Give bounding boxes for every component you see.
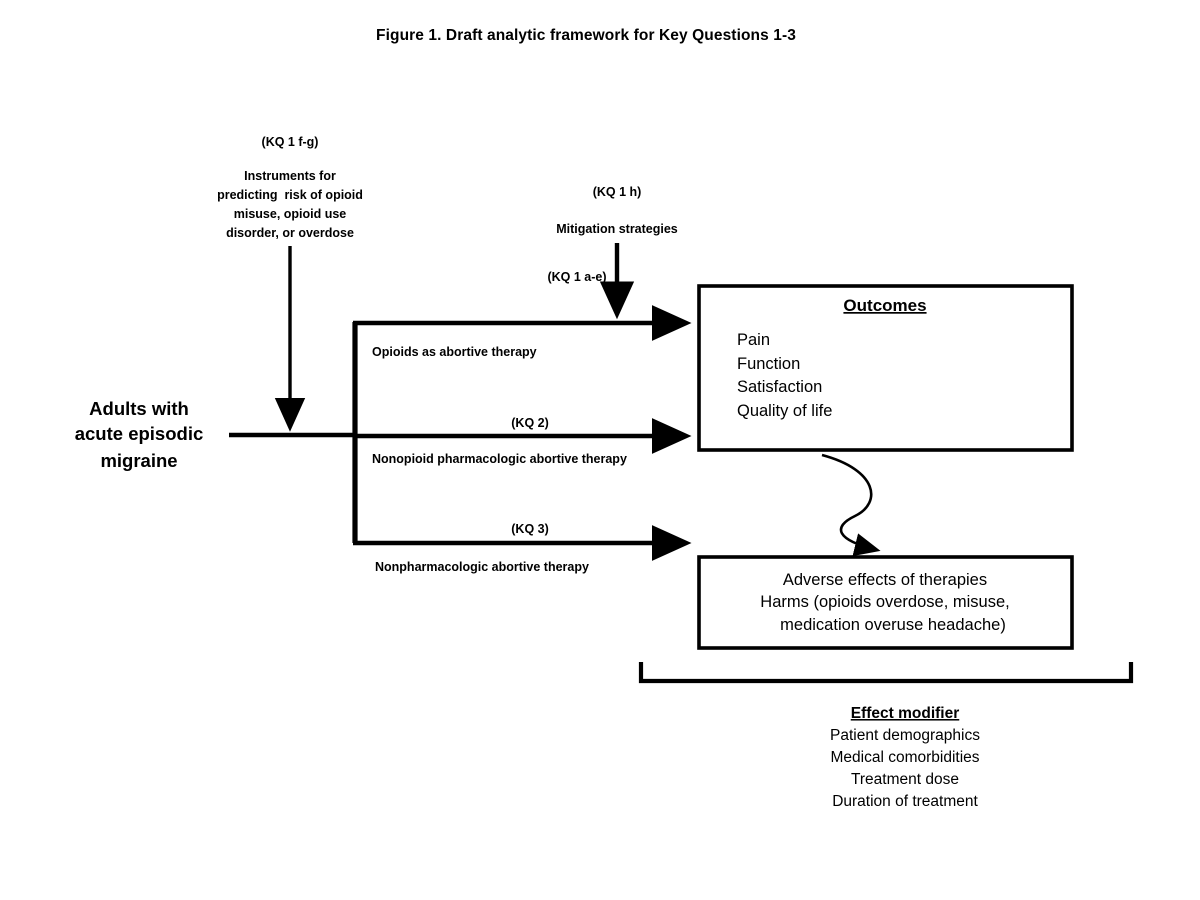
effect-modifier-item-demographics: Patient demographics [830,727,980,744]
figure-title: Figure 1. Draft analytic framework for K… [376,27,796,44]
harms-line-3: medication overuse headache) [780,616,1006,634]
instruments-line-3: misuse, opioid use [234,207,347,221]
harms-line-1: Adverse effects of therapies [783,571,987,589]
population-line-2: acute episodic [75,423,204,444]
outcomes-box [697,284,1074,452]
pathway-3-label: Nonpharmacologic abortive therapy [375,560,589,574]
mitigation-kq-label: (KQ 1 h) [593,185,642,199]
effect-modifier-item-duration: Duration of treatment [832,793,978,810]
effect-modifier-heading: Effect modifier [851,705,960,722]
pathway-3-kq-label: (KQ 3) [511,522,549,536]
instruments-line-1: Instruments for [244,169,336,183]
harms-line-2: Harms (opioids overdose, misuse, [760,593,1009,611]
pathway-1-label: Opioids as abortive therapy [372,345,537,359]
instruments-line-4: disorder, or overdose [226,226,354,240]
outcomes-item-pain: Pain [737,331,770,349]
outcomes-to-harms-arrow [821,453,881,557]
outcomes-item-function: Function [737,355,800,373]
pathway-2-label: Nonopioid pharmacologic abortive therapy [372,452,627,466]
population-line-1: Adults with [89,398,189,419]
effect-modifier-bracket [638,662,1134,684]
pathway-2-kq-label: (KQ 2) [511,416,549,430]
effect-modifier-item-treatment-dose: Treatment dose [851,771,959,788]
outcomes-heading: Outcomes [843,296,926,315]
outcomes-item-satisfaction: Satisfaction [737,378,822,396]
mitigation-label: Mitigation strategies [556,222,678,236]
effect-modifier-item-comorbidities: Medical comorbidities [830,749,979,766]
harms-box [697,555,1074,650]
outcomes-item-quality-of-life: Quality of life [737,402,832,420]
pathway-1-kq-label: (KQ 1 a-e) [547,270,606,284]
instruments-line-2: predicting risk of opioid [217,188,363,202]
instruments-kq-label: (KQ 1 f-g) [262,135,319,149]
population-line-3: migraine [100,450,177,471]
